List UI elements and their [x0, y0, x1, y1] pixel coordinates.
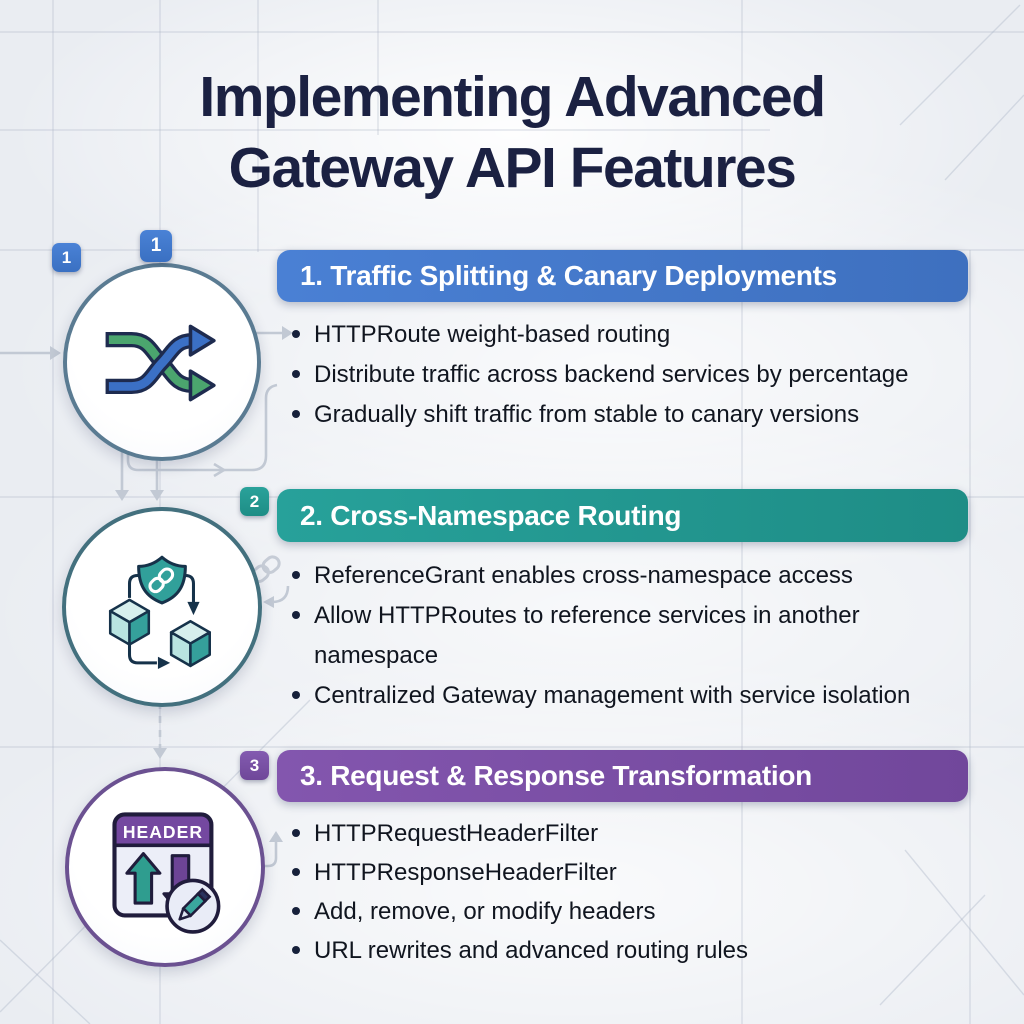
bullet-dot — [292, 868, 300, 876]
bullet-item: Allow HTTPRoutes to reference services i… — [292, 596, 972, 676]
step-3-badge: 3 — [240, 751, 269, 780]
section-3-heading: 3. Request & Response Transformation — [300, 760, 812, 791]
bullet-dot — [292, 330, 300, 338]
bullet-dot — [292, 370, 300, 378]
bullet-dot — [292, 410, 300, 418]
bullet-dot — [292, 829, 300, 837]
header-card-label: HEADER — [123, 822, 203, 842]
bullet-item: URL rewrites and advanced routing rules — [292, 931, 1007, 970]
page-title: Implementing Advanced Gateway API Featur… — [0, 62, 1024, 203]
bullet-text: Distribute traffic across backend servic… — [314, 361, 909, 388]
bullet-text: HTTPRoute weight-based routing — [314, 321, 671, 348]
bullet-item: Gradually shift traffic from stable to c… — [292, 395, 1007, 435]
section-2-heading: 2. Cross-Namespace Routing — [300, 499, 682, 531]
header-transform-icon: HEADER — [112, 812, 221, 934]
bullet-item: Distribute traffic across backend servic… — [292, 355, 1007, 395]
bullet-item: Centralized Gateway management with serv… — [292, 676, 972, 716]
feature-circle-1 — [63, 263, 261, 461]
shuffle-arrows-icon — [105, 324, 216, 402]
pencil-icon — [178, 887, 212, 921]
step-2-badge: 2 — [240, 487, 269, 516]
connector-arrowheads — [50, 326, 293, 842]
bullet-text: ReferenceGrant enables cross-namespace a… — [314, 562, 853, 589]
section-1-heading-bar: 1. Traffic Splitting & Canary Deployment… — [277, 250, 968, 302]
namespace-cubes-shield-icon — [108, 555, 211, 669]
bullet-text: Gradually shift traffic from stable to c… — [314, 401, 860, 428]
step-1-badge: 1 — [140, 230, 172, 262]
section-2-heading-bar: 2. Cross-Namespace Routing — [277, 489, 968, 542]
bullet-text: Centralized Gateway management with serv… — [314, 682, 911, 709]
feature-circle-2 — [62, 507, 262, 707]
bullet-item: HTTPResponseHeaderFilter — [292, 853, 1007, 892]
flow-connectors — [0, 331, 290, 868]
bullet-item: HTTPRoute weight-based routing — [292, 315, 1007, 355]
bullet-item: Add, remove, or modify headers — [292, 892, 1007, 931]
title-line-2: Gateway API Features — [228, 135, 797, 200]
bullet-dot — [292, 611, 300, 619]
bullet-dot — [292, 946, 300, 954]
title-line-1: Implementing Advanced — [199, 65, 826, 129]
bullet-text: HTTPRequestHeaderFilter — [314, 820, 599, 847]
bullet-text: HTTPResponseHeaderFilter — [314, 859, 617, 886]
section-3-heading-bar: 3. Request & Response Transformation — [277, 750, 968, 802]
step-badge-extra: 1 — [52, 243, 81, 272]
bullet-item: HTTPRequestHeaderFilter — [292, 814, 1007, 853]
bullet-dot — [292, 691, 300, 699]
bullet-text: Add, remove, or modify headers — [314, 898, 656, 925]
feature-circle-3: HEADER — [65, 767, 265, 967]
section-2-bullet-list: ReferenceGrant enables cross-namespace a… — [292, 556, 972, 716]
bullet-item: ReferenceGrant enables cross-namespace a… — [292, 556, 972, 596]
bullet-dot — [292, 571, 300, 579]
section-1-heading: 1. Traffic Splitting & Canary Deployment… — [300, 260, 837, 291]
bullet-text: Allow HTTPRoutes to reference services i… — [314, 602, 860, 669]
bullet-dot — [292, 907, 300, 915]
bullet-text: URL rewrites and advanced routing rules — [314, 937, 749, 964]
link-icon — [148, 567, 175, 594]
